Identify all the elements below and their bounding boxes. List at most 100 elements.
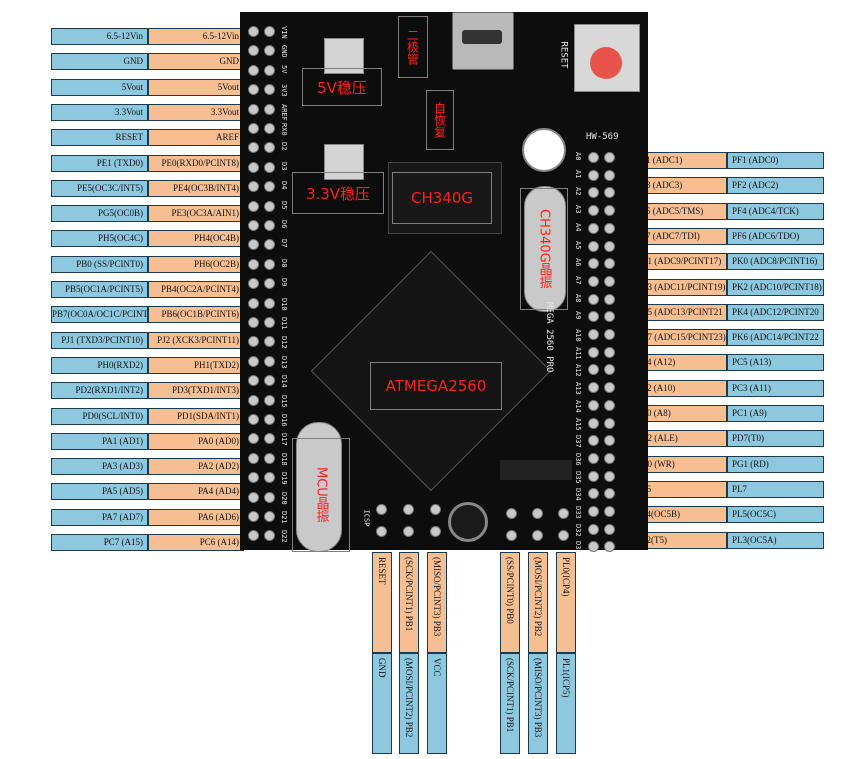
left-outer-label: PB7(OC0A/OC1C/PCINT7) bbox=[51, 306, 148, 324]
header-pin bbox=[588, 506, 599, 517]
left-inner-label: PE0(RXD0/PCINT8) bbox=[148, 154, 244, 172]
header-pin bbox=[264, 220, 275, 231]
right-header-silk: A1 bbox=[574, 169, 582, 179]
status-leds bbox=[500, 460, 572, 480]
left-header-silk: D5 bbox=[280, 200, 288, 210]
bottom-label-top-text: (SS/PCINT0) PB0 bbox=[505, 557, 515, 624]
left-inner-label: PA0 (AD0) bbox=[148, 432, 244, 450]
header-pin bbox=[588, 293, 599, 305]
header-pin bbox=[248, 103, 259, 115]
left-inner-label: 3.3Vout bbox=[148, 103, 244, 121]
left-header-silk: D15 bbox=[280, 394, 288, 408]
header-pin bbox=[248, 433, 259, 445]
right-outer-label: PF4 (ADC4/TCK) bbox=[727, 202, 824, 220]
right-outer-label: PF1 (ADC0) bbox=[727, 152, 824, 169]
bottom-label-bottom: PL1(ICP5) bbox=[556, 653, 576, 754]
label-ch340g-crystal: CH340G晶振 bbox=[520, 188, 568, 310]
left-header-silk: D2 bbox=[280, 142, 288, 151]
header-pin bbox=[403, 526, 414, 537]
header-pin bbox=[588, 488, 599, 500]
usb-port-opening bbox=[462, 30, 502, 44]
right-outer-label: PK6 (ADC14/PCINT22 bbox=[727, 329, 824, 347]
left-header-silk: D18 bbox=[280, 452, 288, 466]
left-header-silk: D9 bbox=[280, 278, 288, 287]
bottom-label-bottom: (MOSI/PCINT2) PB2 bbox=[399, 653, 419, 754]
header-pin bbox=[604, 488, 615, 500]
board-name-silk: MEGA 2560 PRO bbox=[544, 302, 554, 373]
crystal-mcu bbox=[296, 422, 342, 552]
header-pin bbox=[248, 26, 259, 37]
right-outer-label: PL3(OC5A) bbox=[727, 531, 824, 549]
header-pin bbox=[248, 336, 259, 348]
header-pin bbox=[506, 508, 517, 519]
left-header-silk: D16 bbox=[280, 414, 288, 427]
header-pin bbox=[248, 452, 259, 464]
left-inner-label: PB4(OC2A/PCINT4) bbox=[148, 281, 244, 298]
header-pin bbox=[248, 200, 259, 212]
header-pin bbox=[588, 275, 599, 287]
header-pin bbox=[604, 258, 615, 270]
right-outer-label: PK4 (ADC12/PCINT20 bbox=[727, 303, 824, 321]
right-inner-label: PC4 (A12) bbox=[631, 354, 727, 372]
header-pin bbox=[264, 511, 275, 522]
header-pin bbox=[604, 523, 615, 535]
right-header-silk: A2 bbox=[574, 187, 582, 196]
header-pin bbox=[248, 220, 259, 231]
header-pin bbox=[588, 399, 599, 411]
header-pin bbox=[248, 530, 259, 542]
header-pin bbox=[604, 205, 615, 217]
left-inner-label: 6.5-12Vin bbox=[148, 28, 244, 45]
label-fuse: 二极管 bbox=[398, 16, 428, 78]
left-inner-label: PH1(TXD2) bbox=[148, 356, 244, 374]
regulator-33v bbox=[324, 144, 364, 180]
right-header-silk: A9 bbox=[574, 311, 582, 320]
bottom-label-bottom: (MISO/PCINT3) PB3 bbox=[528, 653, 548, 754]
header-pin bbox=[604, 152, 615, 163]
left-outer-label: PA5 (AD5) bbox=[51, 483, 148, 501]
header-pin bbox=[264, 142, 275, 154]
right-header-silk: A3 bbox=[574, 205, 582, 214]
right-outer-label: PG1 (RD) bbox=[727, 455, 824, 473]
header-pin bbox=[588, 382, 599, 394]
left-inner-label: 5Vout bbox=[148, 78, 244, 96]
header-pin bbox=[264, 530, 275, 542]
header-pin bbox=[588, 169, 599, 181]
label-diode: 自恢复 bbox=[426, 90, 454, 150]
right-header-silk: D37 bbox=[574, 435, 582, 448]
header-pin bbox=[604, 169, 615, 181]
bottom-label-bottom: VCC bbox=[427, 653, 447, 754]
left-inner-label: GND bbox=[148, 53, 244, 71]
right-outer-label: PD7(T0) bbox=[727, 430, 824, 448]
right-outer-label: PC3 (A11) bbox=[727, 379, 824, 397]
left-header-silk: D22 bbox=[280, 530, 288, 544]
left-inner-label: PJ2 (XCK3/PCINT11) bbox=[148, 331, 244, 349]
header-pin bbox=[248, 258, 259, 270]
right-header-silk: D35 bbox=[574, 470, 582, 484]
header-pin bbox=[264, 45, 275, 57]
bottom-label-top-text: (SCK/PCINT1) PB1 bbox=[404, 557, 414, 632]
left-header-silk: D14 bbox=[280, 375, 288, 388]
model-silk: HW-569 bbox=[586, 132, 619, 142]
left-header-silk: D11 bbox=[280, 317, 288, 330]
left-header-silk: RX0 bbox=[280, 123, 288, 136]
bottom-label-top: (MISO/PCINT3) PB3 bbox=[427, 552, 447, 653]
bottom-label-bottom: (SCK/PCINT1) PB1 bbox=[500, 653, 520, 754]
header-pin bbox=[248, 161, 259, 173]
left-inner-label: PC6 (A14) bbox=[148, 534, 244, 551]
header-pin bbox=[248, 317, 259, 328]
left-header-silk: 3V3 bbox=[280, 84, 288, 97]
header-pin bbox=[604, 435, 615, 447]
left-header-silk: VIN bbox=[280, 26, 288, 39]
right-outer-label: PF2 (ADC2) bbox=[727, 177, 824, 195]
left-header-silk: D13 bbox=[280, 355, 288, 369]
left-header-silk: D12 bbox=[280, 336, 288, 350]
left-outer-label: 6.5-12Vin bbox=[51, 28, 148, 45]
header-pin bbox=[264, 161, 275, 173]
right-header-silk: D32 bbox=[574, 523, 582, 537]
left-header-silk: D21 bbox=[280, 511, 288, 524]
left-outer-label: PE5(OC3C/INT5) bbox=[51, 179, 148, 197]
header-pin bbox=[604, 275, 615, 287]
header-pin bbox=[264, 84, 275, 96]
bottom-label-top: (SCK/PCINT1) PB1 bbox=[399, 552, 419, 653]
header-pin bbox=[248, 239, 259, 251]
